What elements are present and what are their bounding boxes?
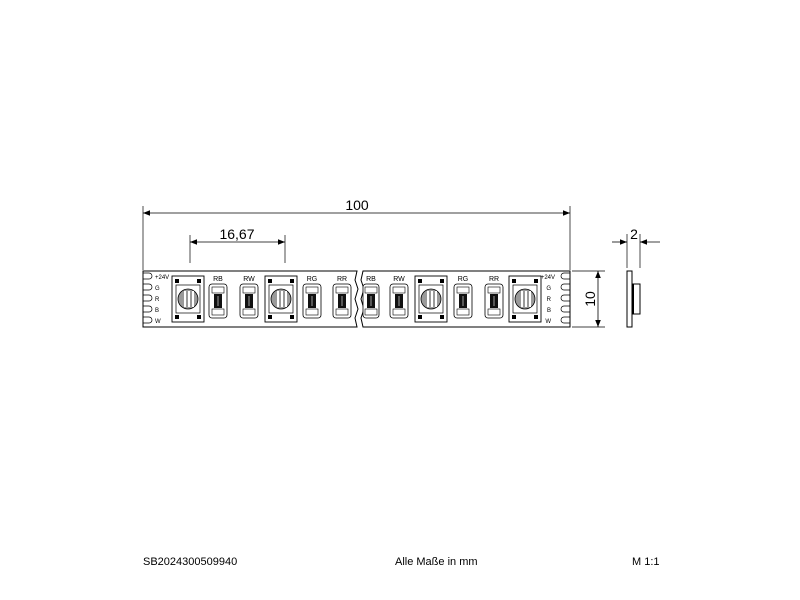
solder-pads-right bbox=[560, 272, 570, 324]
resistor bbox=[208, 283, 228, 319]
article-number: SB2024300509940 bbox=[143, 556, 238, 568]
resistor-label-rg: RG bbox=[307, 276, 318, 283]
led-strip: +24V G R B W +24V G R B W bbox=[142, 270, 571, 328]
dimension-width-label: 10 bbox=[582, 291, 598, 307]
resistor bbox=[302, 283, 322, 319]
resistor-label-rw: RW bbox=[243, 276, 255, 283]
resistor bbox=[332, 283, 352, 319]
resistor-label-rr: RR bbox=[337, 276, 347, 283]
resistor bbox=[453, 283, 473, 319]
dimension-length: 100 bbox=[142, 197, 571, 270]
resistor-label-rb: RB bbox=[213, 276, 223, 283]
pin-label-r-right: R bbox=[547, 297, 552, 303]
pin-label-w-right: W bbox=[545, 319, 551, 325]
pin-label-24v-left: +24V bbox=[155, 275, 169, 281]
units-note: Alle Maße in mm bbox=[395, 556, 478, 568]
resistor bbox=[239, 283, 259, 319]
dimension-thickness-label: 2 bbox=[630, 226, 638, 242]
led-chip bbox=[171, 275, 205, 323]
pin-label-b-left: B bbox=[155, 308, 159, 314]
dimension-thickness: 2 bbox=[612, 226, 660, 268]
strip-side-view bbox=[626, 270, 641, 328]
resistor-label-rw: RW bbox=[393, 276, 405, 283]
pin-label-w-left: W bbox=[155, 319, 161, 325]
dimension-pitch: 16,67 bbox=[189, 226, 286, 263]
dimension-length-label: 100 bbox=[345, 197, 369, 213]
pin-label-g-left: G bbox=[155, 286, 160, 292]
resistor-label-rg: RG bbox=[458, 276, 469, 283]
pin-label-r-left: R bbox=[155, 297, 160, 303]
led-chip bbox=[264, 275, 298, 323]
resistor-label-rr: RR bbox=[489, 276, 499, 283]
led-chip bbox=[508, 275, 542, 323]
pin-label-b-right: B bbox=[547, 308, 551, 314]
resistor-label-rb: RB bbox=[366, 276, 376, 283]
resistor bbox=[389, 283, 409, 319]
dimension-pitch-label: 16,67 bbox=[219, 226, 254, 242]
led-chip bbox=[414, 275, 448, 323]
pin-label-g-right: G bbox=[546, 286, 551, 292]
solder-pads-left bbox=[143, 272, 153, 324]
dimension-width: 10 bbox=[572, 270, 605, 328]
resistor bbox=[484, 283, 504, 319]
pin-label-24v-right: +24V bbox=[541, 275, 555, 281]
resistor bbox=[362, 283, 380, 319]
scale-note: M 1:1 bbox=[632, 556, 660, 568]
